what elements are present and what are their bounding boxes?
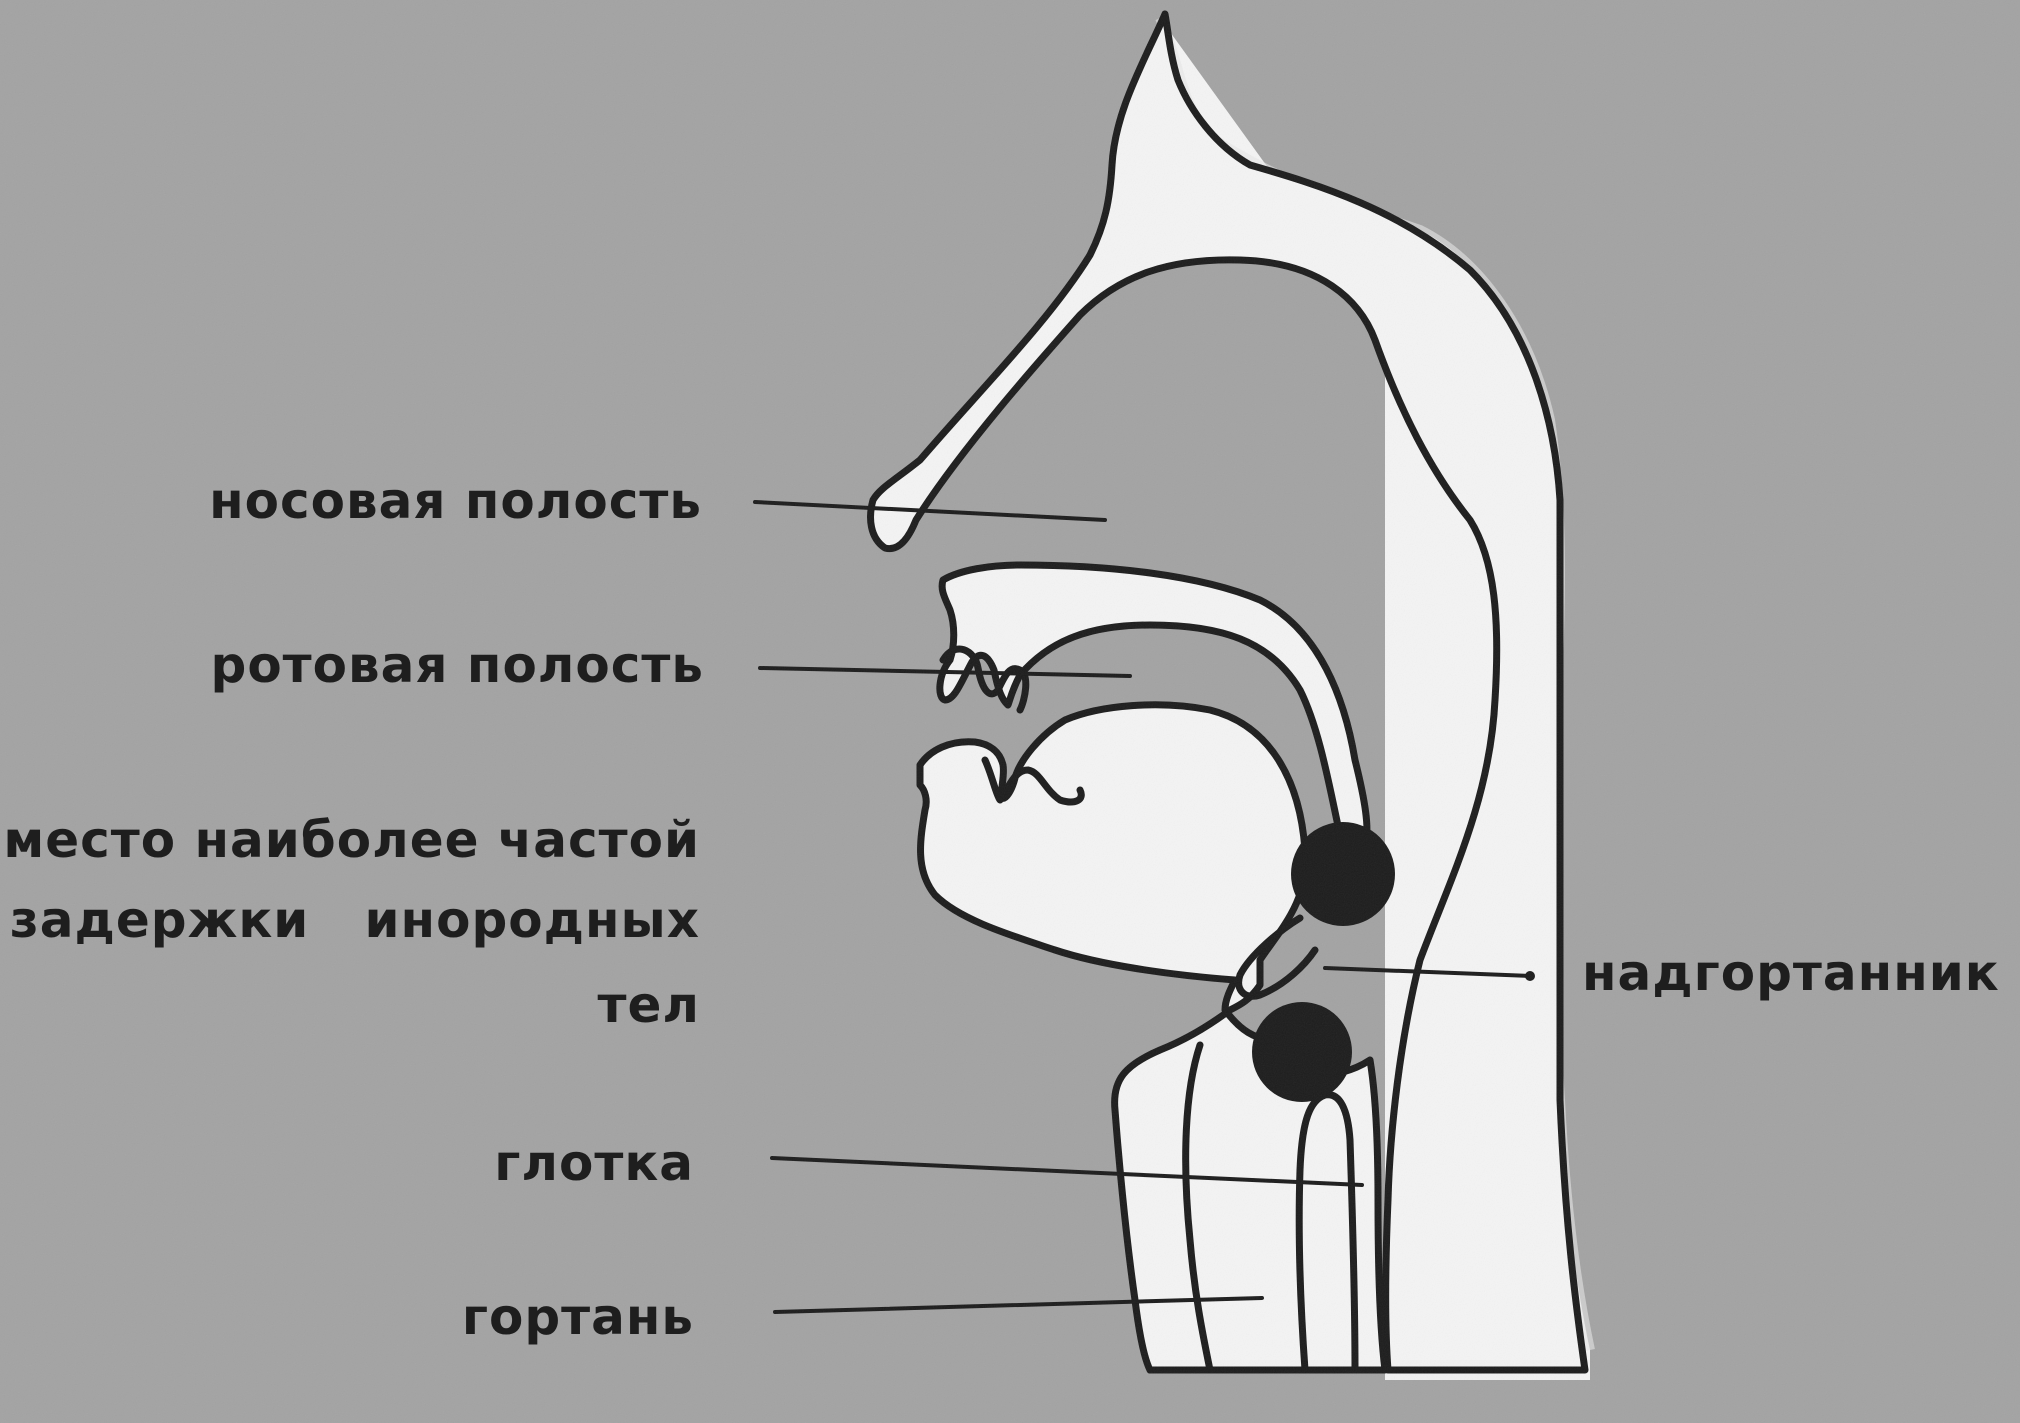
label-nasal-cavity: носовая полость (209, 472, 702, 530)
label-foreign-body-line1: место наиболее частой (3, 811, 700, 869)
label-oral-cavity: ротовая полость (210, 636, 704, 694)
label-pharynx: глотка (494, 1134, 694, 1192)
label-larynx: гортань (461, 1288, 694, 1346)
label-foreign-body-line3: тел (597, 976, 700, 1034)
label-foreign-body-line2: задержки инородных (9, 891, 700, 949)
label-epiglottis: надгортанник (1582, 944, 2000, 1002)
